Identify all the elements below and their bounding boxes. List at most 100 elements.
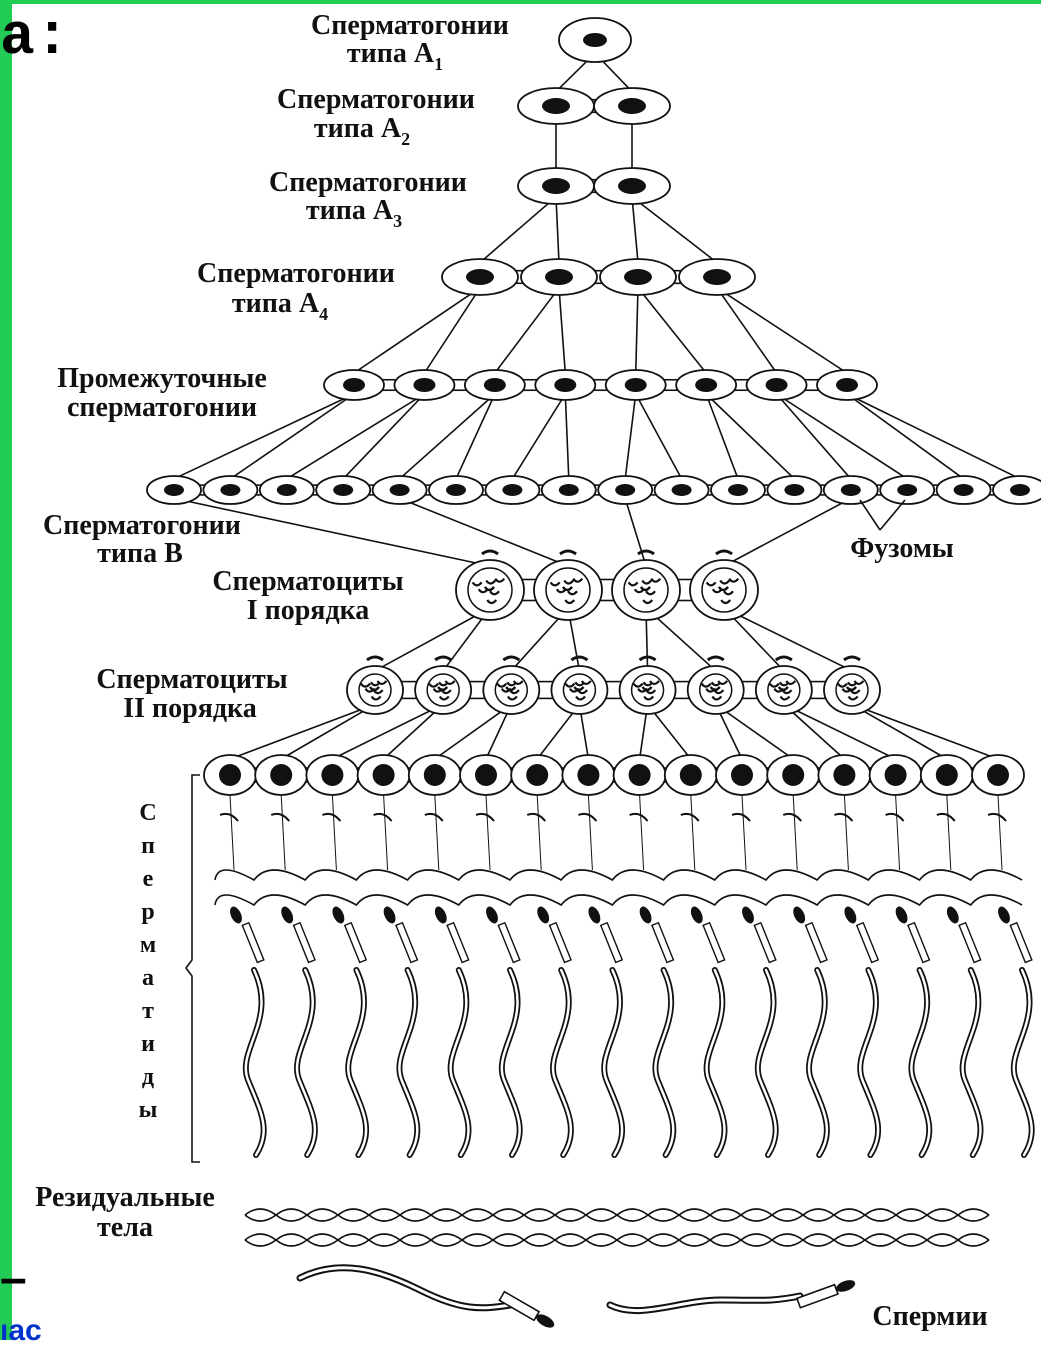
chromatin: [627, 581, 639, 587]
label-sperm: Спермии: [872, 1301, 987, 1332]
nucleus: [526, 764, 549, 786]
chromatin: [484, 586, 495, 592]
chromatin: [705, 581, 717, 587]
residual-loop: [864, 1208, 897, 1216]
chromatin: [485, 579, 497, 585]
residual-loop: [337, 1208, 370, 1216]
flagellum-start: [987, 812, 1007, 822]
a4-cell: [599, 258, 677, 296]
residual-loop: [523, 1214, 556, 1222]
residual-loop: [337, 1233, 370, 1241]
residual-loop: [554, 1208, 587, 1216]
residual-loop: [895, 1208, 928, 1216]
residual-loop: [492, 1208, 525, 1216]
residual-loop: [647, 1233, 680, 1241]
nucleus: [671, 484, 692, 496]
label-spermatids-letter: д: [142, 1064, 154, 1090]
chromatin: [719, 579, 731, 585]
type-b-cell: [653, 475, 710, 505]
nucleus: [343, 378, 365, 392]
chromatin: [486, 599, 498, 605]
residual-loop: [275, 1214, 308, 1222]
residual-loop: [244, 1233, 277, 1241]
spermatid-head: [434, 906, 447, 924]
chromatin: [779, 695, 791, 701]
flagellum-start: [526, 812, 546, 822]
cell-stalk: [741, 794, 747, 871]
chromatin: [444, 680, 456, 686]
cell-stalk: [843, 794, 849, 871]
residual-loop: [895, 1239, 928, 1247]
label-a2-line2: типа A2: [314, 113, 410, 149]
sperm-2: [606, 1280, 856, 1315]
centriole: [570, 655, 589, 662]
chromatin: [785, 680, 797, 686]
secondary-cell: [346, 655, 404, 715]
nucleus: [577, 764, 600, 786]
chromatin: [575, 695, 586, 701]
cytoplasm-wave: [214, 894, 1023, 907]
cell-stalk: [946, 794, 952, 871]
residual-loop: [647, 1239, 680, 1247]
nucleus: [423, 764, 446, 786]
residual-loop: [461, 1239, 494, 1247]
residual-loop: [771, 1233, 804, 1241]
label-typeb-line2: типа B: [97, 538, 183, 569]
cell-stalk: [792, 794, 798, 871]
residual-bodies: [244, 1208, 990, 1247]
midpiece: [753, 921, 777, 964]
midpiece: [292, 921, 316, 964]
label-residual-line2: тела: [97, 1212, 153, 1243]
midpiece: [1009, 921, 1033, 964]
type-b-cell: [484, 475, 541, 505]
intermediate-cell: [675, 369, 738, 401]
label-a3-line1: Сперматогонии: [269, 167, 467, 198]
spermatid-cell: [868, 754, 923, 796]
label-secondary-line2: II порядка: [123, 693, 257, 724]
centriole: [366, 655, 384, 662]
a2-cell: [593, 87, 671, 125]
lineage-connectors: [173, 52, 1021, 760]
type-b-cell: [202, 475, 259, 505]
residual-loop: [244, 1239, 277, 1247]
spermatid-head: [742, 906, 754, 924]
residual-loop: [368, 1214, 401, 1222]
type-b-cell: [146, 475, 202, 505]
nucleus: [840, 484, 861, 496]
residual-loop: [275, 1233, 308, 1241]
secondary-cell: [550, 655, 609, 715]
flagellum-start: [936, 812, 956, 822]
a4-cell: [678, 258, 756, 296]
nucleus: [618, 98, 646, 114]
residual-loop: [430, 1233, 463, 1241]
chromatin: [376, 680, 388, 686]
a3-cell: [593, 167, 671, 205]
label-primary-line1: Сперматоциты: [212, 566, 403, 597]
residual-loop: [678, 1239, 711, 1247]
chromatin: [567, 590, 578, 596]
centriole: [559, 549, 577, 556]
cell-stalk: [383, 794, 389, 871]
chromatin: [360, 682, 371, 688]
nucleus: [321, 764, 344, 786]
label-a4-line1: Сперматогонии: [197, 258, 395, 289]
cell-stalk: [434, 794, 440, 871]
spermatid-tails: [214, 794, 1035, 1158]
spermatid-cell: [356, 754, 411, 796]
residual-loop: [275, 1208, 308, 1216]
residual-loop: [833, 1208, 866, 1216]
residual-loop: [802, 1214, 835, 1222]
centriole: [481, 549, 499, 556]
nucleus: [542, 178, 570, 194]
nucleus: [784, 484, 805, 496]
chromatin: [428, 682, 439, 688]
residual-loop: [926, 1214, 959, 1222]
label-typeb-line1: Сперматогонии: [43, 510, 241, 541]
nucleus: [219, 764, 241, 786]
nucleus: [615, 484, 636, 496]
midpiece: [241, 921, 265, 964]
residual-loop: [461, 1233, 494, 1241]
label-spermatids-letter: и: [141, 1031, 155, 1057]
residual-loop: [616, 1214, 649, 1222]
spermatid-tail-core: [1012, 968, 1033, 1157]
